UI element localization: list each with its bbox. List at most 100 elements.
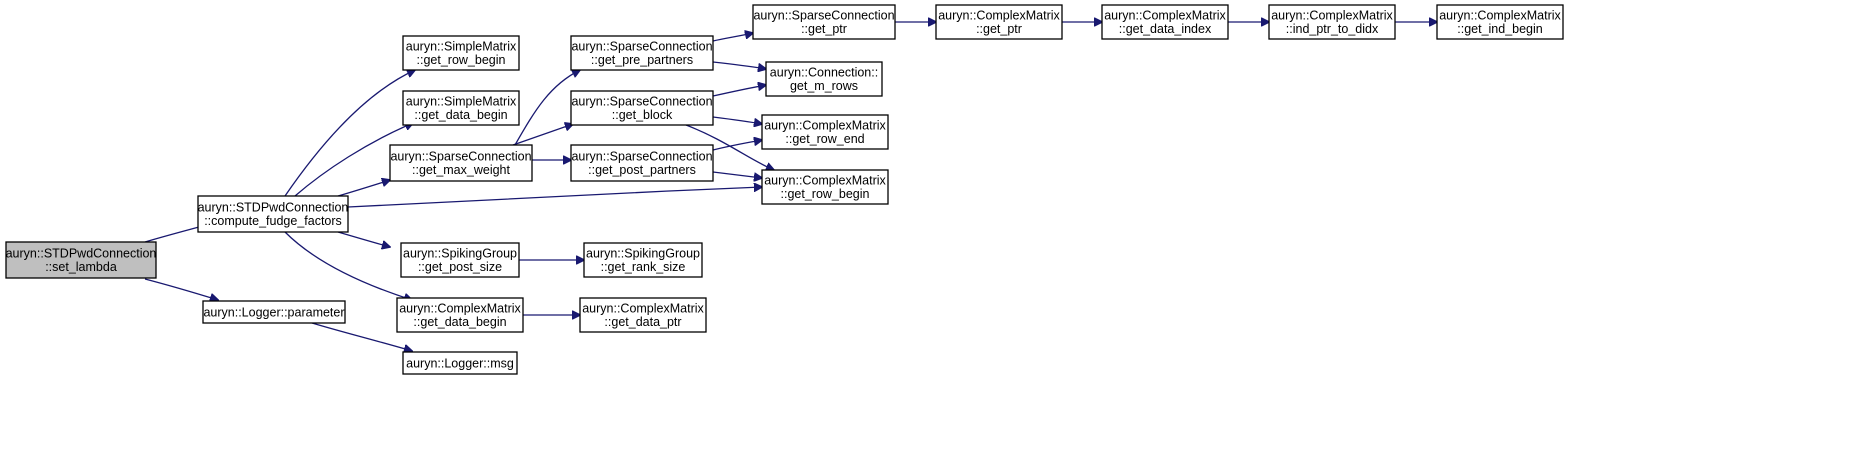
node-label-line: auryn::STDPwdConnection	[198, 201, 349, 215]
node-label-line: ::get_post_partners	[588, 163, 696, 177]
node-label-line: ::get_row_begin	[417, 53, 506, 67]
edge-sc-get-block-to-cm-get-row-end	[712, 116, 762, 124]
node-sc-get-block[interactable]: auryn::SparseConnection::get_block	[570, 90, 714, 126]
edge-compute-fudge-to-sm-get-row-begin	[284, 70, 415, 197]
node-box[interactable]	[1268, 4, 1396, 40]
edge-sc-get-pre-partners-to-sc-get-ptr	[712, 33, 753, 42]
node-cm-get-row-end[interactable]: auryn::ComplexMatrix::get_row_end	[761, 114, 889, 150]
edge-sc-get-block-to-conn-get-m-rows	[712, 85, 766, 97]
node-label-line: auryn::ComplexMatrix	[764, 119, 886, 133]
node-label-line: auryn::SpikingGroup	[403, 247, 517, 261]
node-label-line: auryn::Connection::	[770, 66, 878, 80]
node-box[interactable]	[761, 114, 889, 150]
node-box[interactable]	[1101, 4, 1229, 40]
edge-compute-fudge-to-sg-get-post-size	[337, 231, 390, 247]
node-box[interactable]	[402, 90, 520, 126]
node-conn-get-m-rows[interactable]: auryn::Connection::get_m_rows	[765, 61, 883, 97]
node-logger-msg[interactable]: auryn::Logger::msg	[402, 351, 518, 375]
node-cm-get-data-ptr[interactable]: auryn::ComplexMatrix::get_data_ptr	[579, 297, 707, 333]
node-compute-fudge[interactable]: auryn::STDPwdConnection::compute_fudge_f…	[197, 195, 349, 233]
node-cm-get-row-begin[interactable]: auryn::ComplexMatrix::get_row_begin	[761, 169, 889, 205]
node-sc-get-max-weight[interactable]: auryn::SparseConnection::get_max_weight	[389, 144, 533, 182]
node-sc-get-pre-partners[interactable]: auryn::SparseConnection::get_pre_partner…	[570, 35, 714, 71]
node-box[interactable]	[761, 169, 889, 205]
node-label-line: auryn::ComplexMatrix	[399, 302, 521, 316]
edge-sc-get-max-weight-to-sc-get-pre-partners	[514, 70, 580, 146]
node-sc-get-ptr[interactable]: auryn::SparseConnection::get_ptr	[752, 4, 896, 40]
node-label-line: auryn::SparseConnection	[571, 150, 712, 164]
node-label-line: auryn::SparseConnection	[571, 40, 712, 54]
node-label-line: get_m_rows	[790, 79, 858, 93]
node-set-lambda[interactable]: auryn::STDPwdConnection::set_lambda	[5, 241, 157, 279]
node-sm-get-data-begin[interactable]: auryn::SimpleMatrix::get_data_begin	[402, 90, 520, 126]
node-label-line: auryn::SimpleMatrix	[406, 95, 517, 109]
node-label-line: auryn::SimpleMatrix	[406, 40, 517, 54]
node-label-line: ::compute_fudge_factors	[204, 214, 342, 228]
node-label-line: ::set_lambda	[45, 260, 117, 274]
node-box[interactable]	[765, 61, 883, 97]
node-box[interactable]	[570, 90, 714, 126]
node-box[interactable]	[935, 4, 1063, 40]
node-label-line: ::get_rank_size	[601, 260, 686, 274]
node-label-line: ::get_data_index	[1119, 22, 1212, 36]
node-label-line: ::get_block	[612, 108, 673, 122]
node-box[interactable]	[400, 242, 520, 278]
edge-logger-parameter-to-logger-msg	[311, 322, 412, 351]
node-label-line: ::get_ptr	[976, 22, 1022, 36]
node-label-line: ::get_post_size	[418, 260, 502, 274]
node-label-line: auryn::ComplexMatrix	[1439, 9, 1561, 23]
node-box[interactable]	[202, 300, 346, 324]
node-box[interactable]	[402, 351, 518, 375]
node-label-line: auryn::Logger::msg	[406, 356, 514, 370]
node-label-line: ::get_pre_partners	[591, 53, 693, 67]
edge-compute-fudge-to-cm-get-data-begin	[284, 231, 412, 300]
edge-sc-get-max-weight-to-sc-get-block	[512, 124, 573, 146]
node-box[interactable]	[389, 144, 533, 182]
node-label-line: ::get_data_begin	[414, 108, 507, 122]
edge-set-lambda-to-logger-parameter	[144, 278, 218, 300]
node-label-line: auryn::ComplexMatrix	[1104, 9, 1226, 23]
node-box[interactable]	[579, 297, 707, 333]
edge-sc-get-post-partners-to-cm-get-row-begin	[712, 171, 762, 178]
node-label-line: auryn::SparseConnection	[571, 95, 712, 109]
node-sg-get-rank-size[interactable]: auryn::SpikingGroup::get_rank_size	[583, 242, 703, 278]
node-label-line: ::get_ind_begin	[1457, 22, 1543, 36]
node-label-line: ::get_data_ptr	[604, 315, 681, 329]
nodes: auryn::STDPwdConnection::set_lambdaauryn…	[5, 4, 1564, 375]
node-label-line: ::get_row_end	[785, 132, 864, 146]
edge-compute-fudge-to-sc-get-max-weight	[337, 180, 390, 197]
node-box[interactable]	[583, 242, 703, 278]
node-box[interactable]	[5, 241, 157, 279]
node-box[interactable]	[752, 4, 896, 40]
node-box[interactable]	[396, 297, 524, 333]
edges	[144, 22, 1437, 351]
edge-compute-fudge-to-sm-get-data-begin	[294, 123, 413, 197]
node-label-line: ::get_max_weight	[412, 163, 511, 177]
node-cm-get-ind-begin[interactable]: auryn::ComplexMatrix::get_ind_begin	[1436, 4, 1564, 40]
edge-sc-get-pre-partners-to-conn-get-m-rows	[712, 61, 766, 69]
node-logger-parameter[interactable]: auryn::Logger::parameter	[202, 300, 346, 324]
node-label-line: auryn::SparseConnection	[753, 9, 894, 23]
node-box[interactable]	[1436, 4, 1564, 40]
node-label-line: ::get_data_begin	[413, 315, 506, 329]
node-cm-get-ptr[interactable]: auryn::ComplexMatrix::get_ptr	[935, 4, 1063, 40]
node-cm-ind-ptr-to-didx[interactable]: auryn::ComplexMatrix::ind_ptr_to_didx	[1268, 4, 1396, 40]
node-label-line: auryn::ComplexMatrix	[1271, 9, 1393, 23]
node-label-line: auryn::SpikingGroup	[586, 247, 700, 261]
node-box[interactable]	[570, 35, 714, 71]
node-label-line: auryn::ComplexMatrix	[764, 174, 886, 188]
node-sm-get-row-begin[interactable]: auryn::SimpleMatrix::get_row_begin	[402, 35, 520, 71]
node-label-line: ::ind_ptr_to_didx	[1286, 22, 1379, 36]
node-cm-get-data-begin[interactable]: auryn::ComplexMatrix::get_data_begin	[396, 297, 524, 333]
node-box[interactable]	[402, 35, 520, 71]
node-label-line: auryn::SparseConnection	[390, 150, 531, 164]
node-box[interactable]	[197, 195, 349, 233]
node-sg-get-post-size[interactable]: auryn::SpikingGroup::get_post_size	[400, 242, 520, 278]
node-box[interactable]	[570, 144, 714, 182]
node-label-line: auryn::ComplexMatrix	[582, 302, 704, 316]
edge-sc-get-post-partners-to-cm-get-row-end	[712, 140, 762, 151]
node-label-line: ::get_row_begin	[781, 187, 870, 201]
edge-sc-get-block-to-cm-get-row-begin	[685, 124, 774, 170]
node-sc-get-post-partners[interactable]: auryn::SparseConnection::get_post_partne…	[570, 144, 714, 182]
node-cm-get-data-index[interactable]: auryn::ComplexMatrix::get_data_index	[1101, 4, 1229, 40]
